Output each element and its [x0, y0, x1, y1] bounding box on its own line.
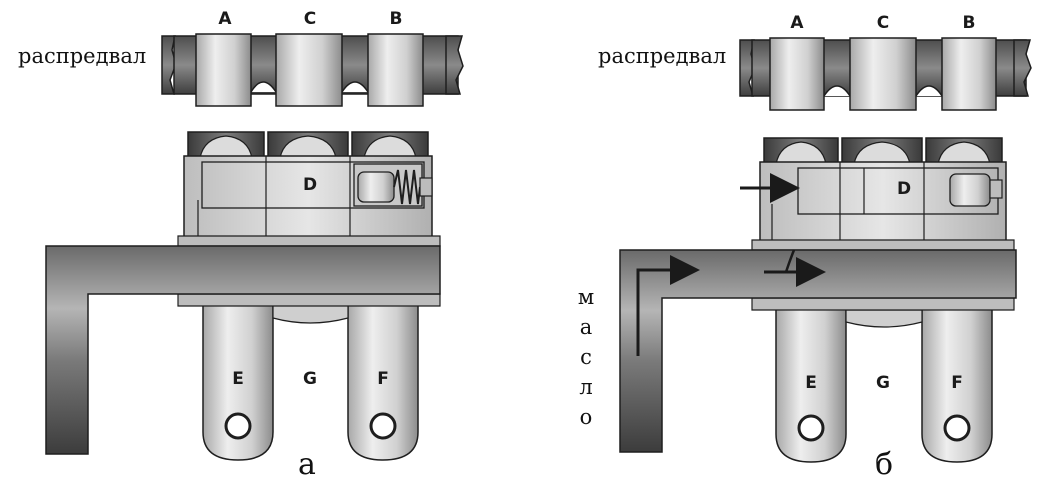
oil-letter-5: о — [580, 405, 593, 429]
body-label-d: D — [303, 175, 317, 195]
cam-label-c: C — [877, 13, 889, 33]
panel-caption-b: б — [875, 447, 893, 480]
camshaft-b — [739, 37, 1032, 111]
cam-label-b: B — [390, 9, 403, 29]
rocker-label-e: E — [232, 369, 244, 389]
rocker-label-e: E — [805, 373, 817, 393]
oil-letter-3: с — [580, 345, 592, 369]
stopper-piston — [357, 171, 395, 203]
stopper-piston — [949, 173, 991, 207]
cam-label-a: A — [218, 9, 232, 29]
cam-lobe-a — [769, 37, 825, 111]
panel-b: A C B распредвал D — [578, 13, 1032, 480]
rocker-label-f: F — [951, 373, 963, 393]
cam-lobe-a — [195, 33, 252, 107]
rocker-tops-a — [187, 131, 429, 159]
oil-flow-arrow-vertical — [636, 255, 700, 356]
oil-feed-arrow — [784, 249, 796, 273]
rocker-body-b — [740, 161, 1007, 251]
oil-label: м а с л о — [578, 285, 594, 429]
rocker-arms-a — [202, 299, 419, 461]
cam-label-b: B — [963, 13, 976, 33]
rocker-body-a — [183, 155, 433, 249]
rocker-tops-b — [763, 137, 1003, 165]
camshaft-a — [161, 33, 464, 107]
rocker-label-g: G — [876, 373, 890, 393]
rocker-label-f: F — [377, 369, 389, 389]
cam-lobe-c — [275, 33, 343, 107]
oil-letter-1: м — [578, 285, 594, 309]
oil-letter-4: л — [579, 375, 592, 399]
oil-letter-2: а — [580, 315, 593, 339]
rocker-arms-b — [775, 305, 993, 463]
camshaft-label: распредвал — [598, 44, 726, 68]
body-label-d: D — [897, 179, 911, 199]
rocker-label-g: G — [303, 369, 317, 389]
panel-a: A C B распредвал D — [18, 9, 464, 480]
camshaft-label: распредвал — [18, 44, 146, 68]
panel-caption-a: а — [298, 447, 316, 480]
return-spring — [393, 169, 421, 205]
cam-lobe-b — [367, 33, 424, 107]
cam-lobe-b — [941, 37, 997, 111]
cam-label-a: A — [790, 13, 804, 33]
cam-label-c: C — [304, 9, 316, 29]
cam-lobe-c — [849, 37, 917, 111]
rocker-shaft-a — [45, 235, 441, 455]
rocker-shaft-b — [619, 239, 1017, 453]
